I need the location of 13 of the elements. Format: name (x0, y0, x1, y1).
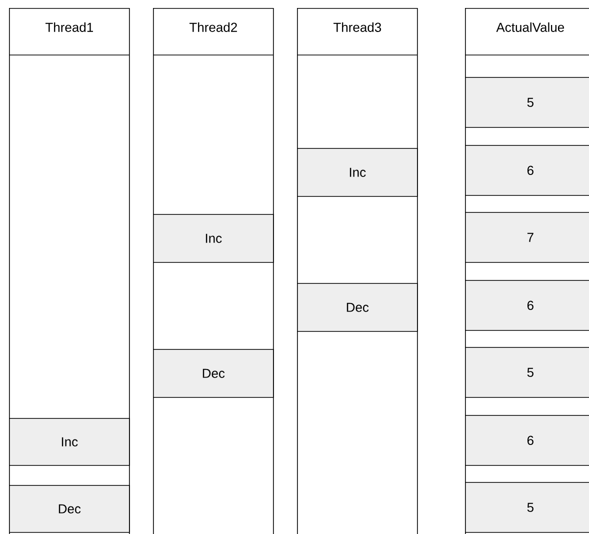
step-box: 7 (465, 212, 589, 263)
step-box: Inc (9, 418, 130, 466)
step-box: Inc (153, 214, 274, 263)
step-box: Dec (153, 349, 274, 398)
step-box: 5 (465, 347, 589, 398)
step-box: 5 (465, 482, 589, 533)
step-box: 5 (465, 77, 589, 128)
step-box: Dec (9, 485, 130, 533)
step-box: 6 (465, 145, 589, 196)
step-box: Inc (297, 148, 418, 197)
step-box: Dec (297, 283, 418, 332)
step-box: 6 (465, 415, 589, 466)
step-box: 6 (465, 280, 589, 331)
